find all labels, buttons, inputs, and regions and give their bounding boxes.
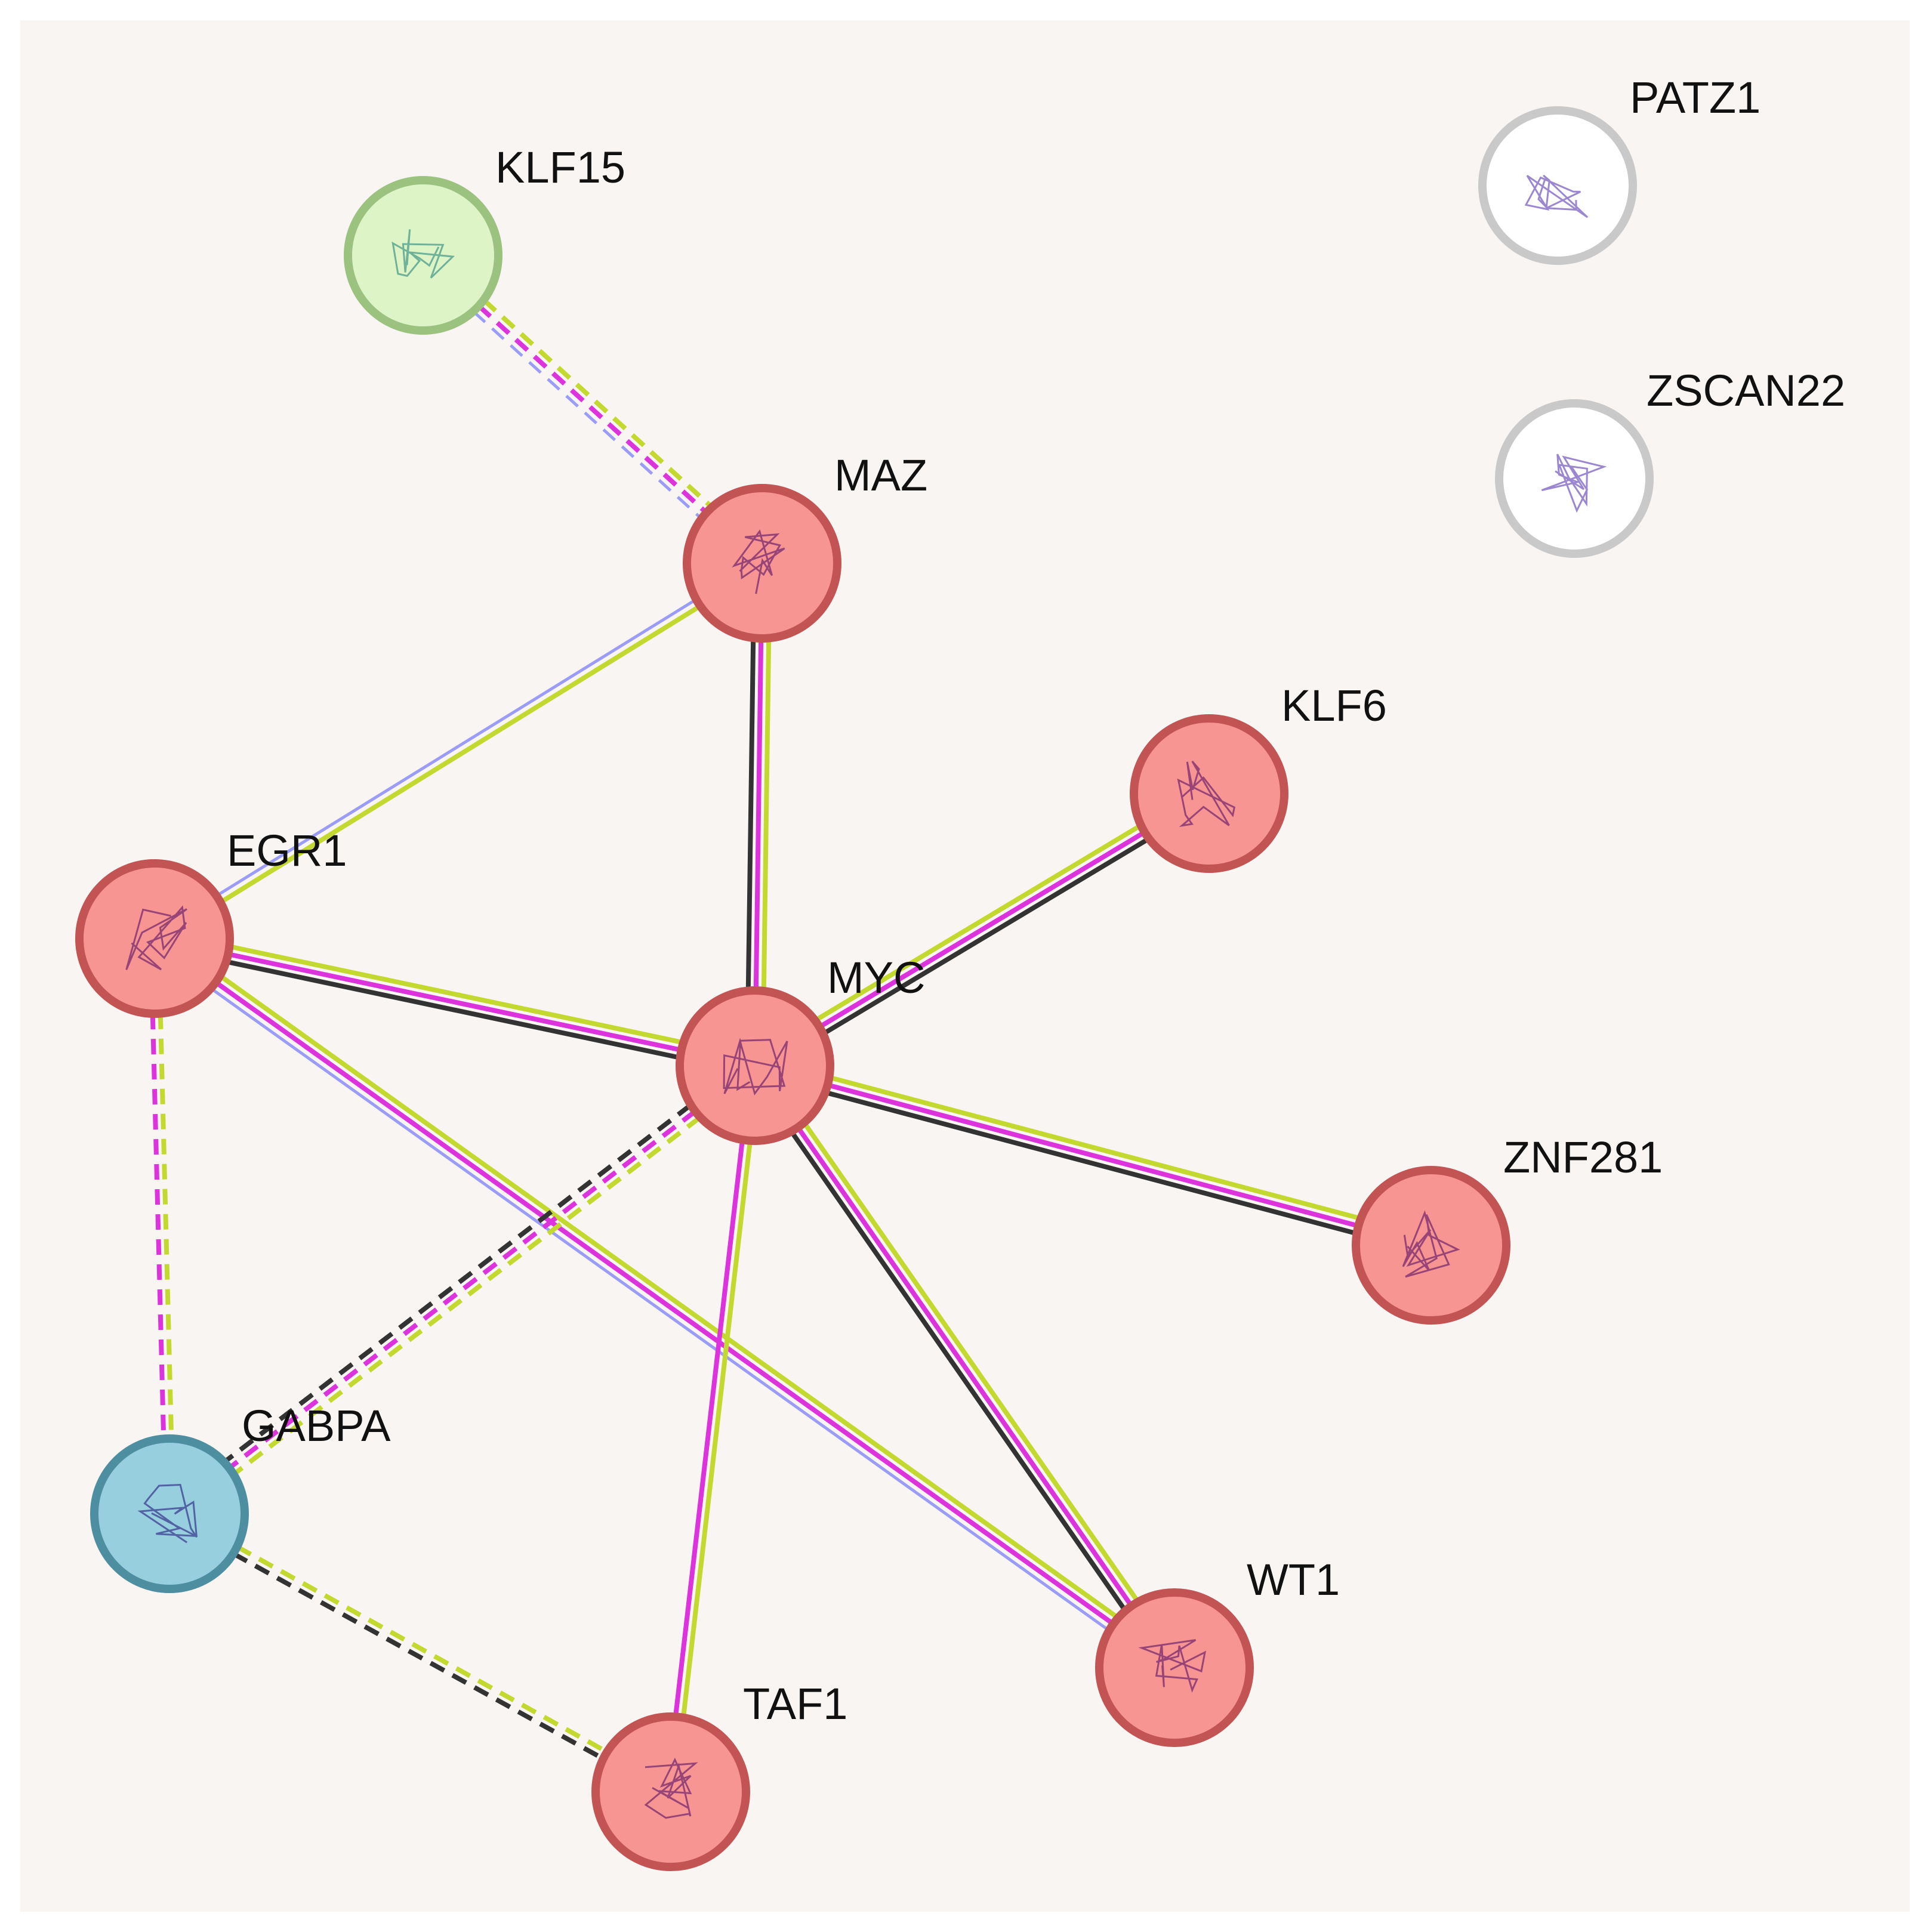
edge-strand-text-mining [155,564,766,944]
edge-strand-text-mining [155,928,757,1061]
node-label: EGR1 [227,826,347,875]
diagram-background [20,20,1910,1912]
edge-strand-text-mining [158,930,1180,1664]
structure-icon [137,1483,198,1544]
edge-egr1-gabpa[interactable] [148,938,176,1514]
structure-icon [1402,1210,1460,1278]
edge-strand-experiments [148,939,168,1514]
edge-strand-text-mining [672,1066,761,1793]
edge-strand-homology [152,558,761,937]
node-label: ZSCAN22 [1647,366,1845,415]
node-label: KLF15 [495,143,625,192]
node-label: MYC [827,953,925,1002]
edge-strand-text-mining [170,1508,674,1791]
edge-maz-myc[interactable] [745,563,772,1066]
edge-egr1-myc[interactable] [152,928,757,1076]
edge-strand-experiments [754,1063,1432,1248]
edge-strand-experiments [664,1064,754,1792]
structure-icon [125,905,187,971]
structure-icon [723,1038,788,1096]
edge-strand-text-mining [756,1055,1434,1240]
edge-strand-co-expression [166,1515,670,1798]
edge-myc-wt1[interactable] [747,1060,1183,1674]
edge-strand-experiments [168,1063,757,1516]
node-patz1[interactable]: PATZ1 [1478,73,1761,265]
edge-myc-klf6[interactable] [750,785,1214,1075]
edge-strand-experiments [154,936,756,1068]
structure-icon [391,229,455,279]
node-znf281[interactable]: ZNF281 [1352,1132,1663,1325]
edge-strand-co-expression [747,1069,1170,1674]
edge-gabpa-taf1[interactable] [166,1508,674,1798]
edge-maz-egr1[interactable] [152,558,766,944]
edge-strand-co-expression [757,798,1214,1075]
structure-icon [732,529,785,594]
node-gabpa[interactable]: GABPA [90,1401,391,1593]
edge-strand-co-expression [163,1057,752,1510]
edge-egr1-wt1[interactable] [149,930,1180,1675]
node-label: ZNF281 [1503,1132,1663,1182]
structure-icon [1138,1639,1207,1693]
edge-strand-text-mining [750,785,1207,1061]
structure-icon [1177,760,1236,828]
node-zscan22[interactable]: ZSCAN22 [1495,366,1845,558]
node-circle [1352,1166,1510,1325]
node-taf1[interactable]: TAF1 [591,1679,847,1871]
node-label: GABPA [242,1401,391,1450]
edge-strand-experiments [753,791,1211,1068]
structure-icon [1541,453,1607,513]
node-label: KLF6 [1281,681,1387,730]
node-klf6[interactable]: KLF6 [1130,681,1387,873]
edge-myc-znf281[interactable] [752,1055,1434,1255]
edge-strand-co-expression [752,1070,1430,1255]
node-wt1[interactable]: WT1 [1095,1555,1340,1747]
node-label: WT1 [1247,1555,1340,1604]
node-egr1[interactable]: EGR1 [75,826,347,1018]
node-label: MAZ [834,450,927,500]
node-maz[interactable]: MAZ [683,450,927,643]
node-circle [1130,714,1288,873]
edge-strand-text-mining [760,563,772,1066]
edge-myc-taf1[interactable] [664,1064,761,1793]
edge-strand-co-expression [745,563,757,1066]
node-klf15[interactable]: KLF15 [344,143,625,335]
edge-strand-text-mining [156,938,176,1514]
node-circle [344,176,502,335]
node-myc[interactable]: MYC [676,953,925,1145]
node-label: TAF1 [743,1679,847,1729]
edge-strand-experiments [153,936,1176,1670]
edge-strand-text-mining [172,1070,761,1522]
edge-strand-homology [149,943,1171,1675]
edge-myc-gabpa[interactable] [163,1057,761,1522]
structure-icon [644,1757,698,1819]
node-label: PATZ1 [1630,73,1761,122]
edge-strand-co-expression [152,943,754,1076]
structure-icon [1524,174,1589,218]
edge-strand-experiments [753,1064,1177,1669]
edges-layer [148,248,1434,1798]
edge-strand-experiments [753,563,764,1066]
node-circle [676,986,834,1145]
node-circle [90,1434,249,1593]
edge-strand-text-mining [759,1060,1183,1665]
